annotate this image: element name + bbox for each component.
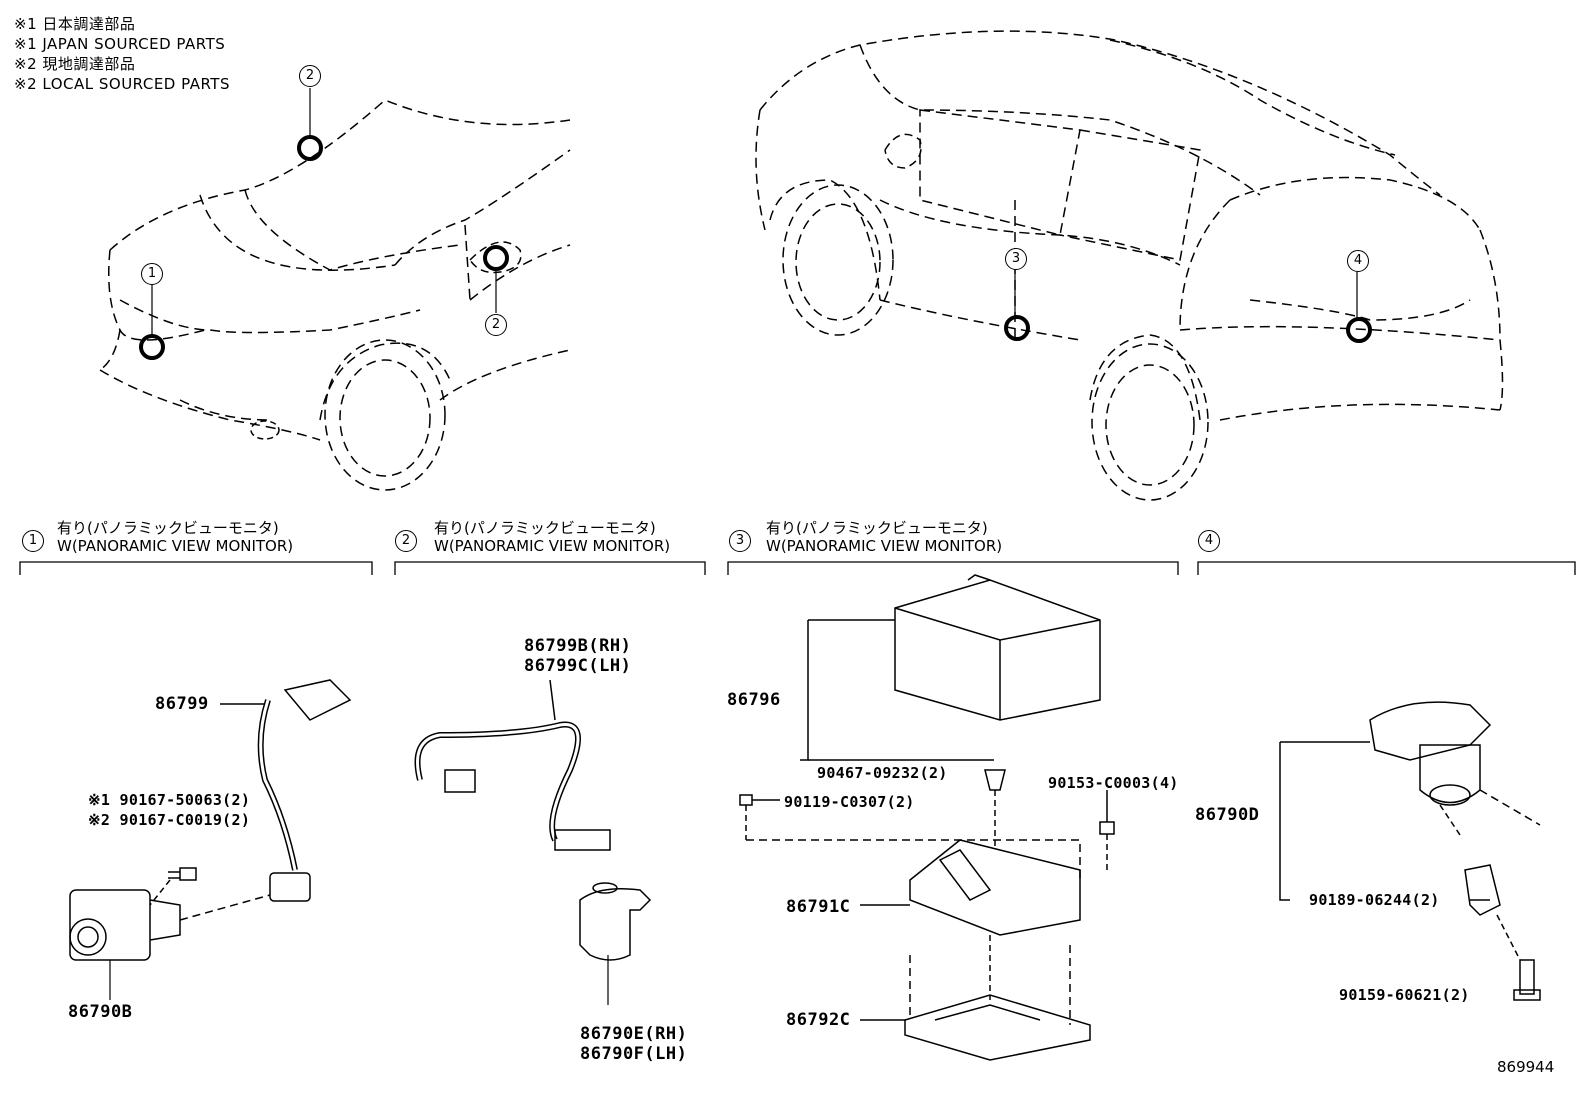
rear-wheel-back [1091,343,1209,501]
camera-location-dot [297,135,323,161]
section-number: 1 [22,530,44,552]
part-number-label: 90467-09232(2) [817,764,948,782]
section1-screw [149,867,197,906]
callout-2: 2 [299,65,321,87]
part-number-label: 90119-C0307(2) [784,793,915,811]
part-number-label: 90153-C0003(4) [1048,774,1179,792]
section1-harness [220,679,352,902]
rear-wheel-front [782,184,894,336]
front-foglamp [250,420,280,440]
camera-location-dot [139,334,165,360]
part-number-label: 90159-60621(2) [1339,986,1470,1004]
callout-3: 3 [1005,248,1027,270]
part-number-label: 86799B(RH) [524,636,632,656]
legend-line: ※2 現地調達部品 [14,55,136,73]
section2-harness [414,679,611,851]
section3-bracket [746,839,1081,1000]
section-header-jp: 有り(パノラミックビューモニタ) [434,519,656,537]
section3-ecu [800,574,1101,761]
rear-mirror [884,133,922,169]
section4-camera [1279,701,1541,901]
callout-4: 4 [1347,250,1369,272]
camera-location-dot [1004,315,1030,341]
callout-2: 2 [485,314,507,336]
section-header-en: W(PANORAMIC VIEW MONITOR) [57,537,294,555]
legend-line: ※2 LOCAL SOURCED PARTS [14,75,230,93]
part-number-label: 90189-06244(2) [1309,891,1440,909]
part-number-label: ※1 90167-50063(2) [88,791,251,809]
parts-source-legend: ※1 日本調達部品 ※1 JAPAN SOURCED PARTS ※2 現地調達… [14,14,230,94]
front-wheel [324,339,446,491]
part-number-label: 86790B [68,1002,133,1022]
section3-bolt-left [739,794,780,840]
section4-screw [1513,959,1541,1001]
section-number: 3 [729,530,751,552]
section-brackets [19,561,1576,575]
section-number: 2 [395,530,417,552]
part-number-label: 86790F(LH) [580,1044,688,1064]
front-mirror [469,241,522,274]
section2-camera [579,882,652,1005]
part-number-label: 86790D [1195,805,1260,825]
section-header-jp: 有り(パノラミックビューモニタ) [57,519,279,537]
section4-clip [1464,864,1521,961]
part-number-label: 86796 [727,690,781,710]
part-number-label: ※2 90167-C0019(2) [88,811,251,829]
callout-1: 1 [141,263,163,285]
part-number-label: 86799 [155,694,209,714]
part-number-label: 86790E(RH) [580,1024,688,1044]
legend-line: ※1 JAPAN SOURCED PARTS [14,35,226,53]
section3-clip [984,769,1006,850]
rear-vehicle-illustration [755,30,1504,421]
section1-camera [69,889,271,1000]
section-header-en: W(PANORAMIC VIEW MONITOR) [766,537,1003,555]
section3-bolt-right [1099,790,1115,870]
part-number-label: 86792C [786,1010,851,1030]
legend-line: ※1 日本調達部品 [14,15,136,33]
section-header-jp: 有り(パノラミックビューモニタ) [766,519,988,537]
part-number-label: 86799C(LH) [524,656,632,676]
front-vehicle-illustration [99,99,571,441]
camera-location-dot [1346,317,1372,343]
section3-cover [860,945,1091,1061]
camera-location-dot [483,245,509,271]
part-number-label: 86791C [786,897,851,917]
illustration-reference-number: 869944 [1497,1058,1555,1076]
section-number: 4 [1198,530,1220,552]
section-header-en: W(PANORAMIC VIEW MONITOR) [434,537,671,555]
